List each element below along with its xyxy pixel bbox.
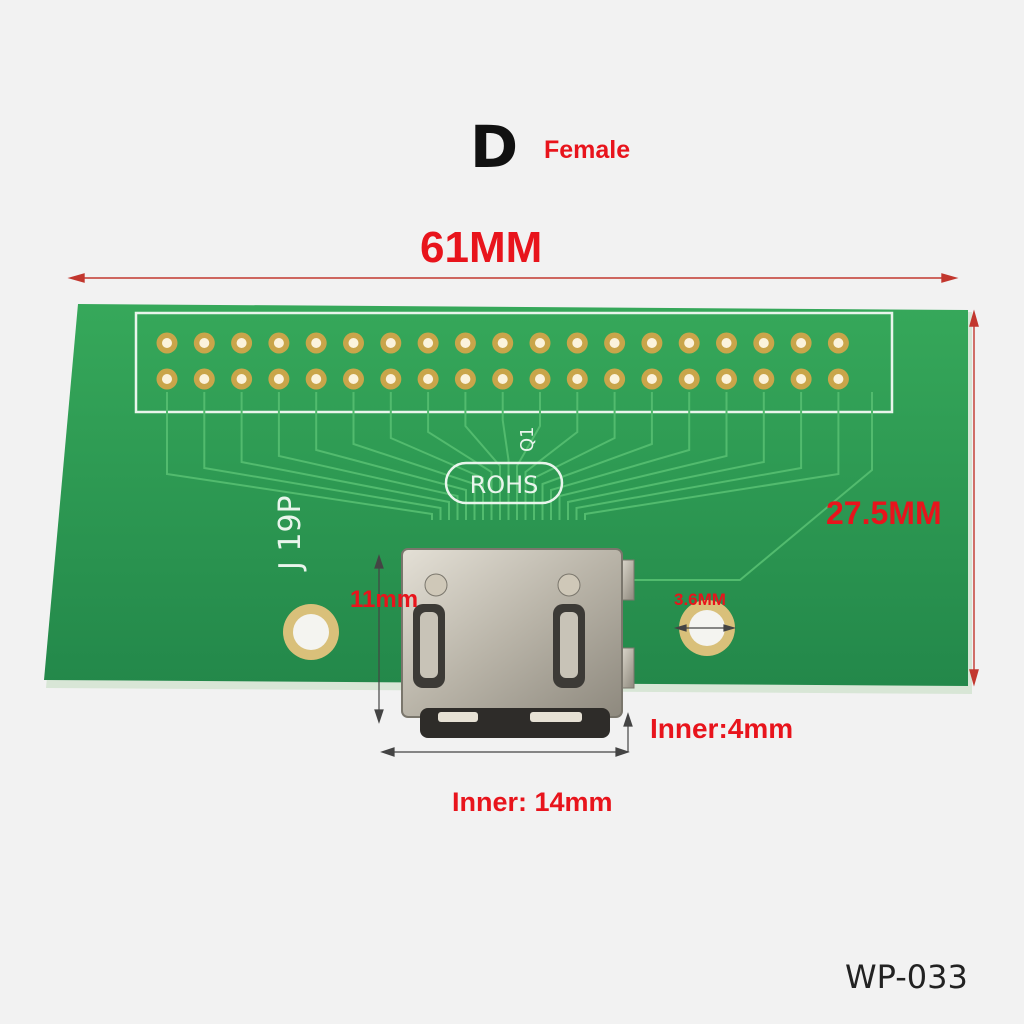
pcb-trace xyxy=(277,392,459,520)
board-width-label: 61MM xyxy=(420,223,543,272)
pad-hole xyxy=(646,374,657,384)
pad-hole xyxy=(423,374,434,384)
pad-hole xyxy=(497,374,508,384)
pad-hole xyxy=(646,338,657,348)
pad-hole xyxy=(833,374,844,384)
pcb-trace xyxy=(464,392,501,520)
pad-hole xyxy=(311,338,322,348)
pcb-trace xyxy=(550,392,691,520)
pad-hole xyxy=(460,374,471,384)
pcb-trace xyxy=(240,392,450,520)
pad-hole xyxy=(348,338,359,348)
small-mark: Q1 xyxy=(517,426,538,452)
board-height-label: 27.5MM xyxy=(826,495,942,531)
pad-hole xyxy=(535,338,545,348)
pad-hole xyxy=(758,338,769,348)
pcb-board xyxy=(44,304,968,686)
pcb-trace xyxy=(524,392,579,520)
pad-hole xyxy=(460,338,471,348)
gender-label: Female xyxy=(544,136,631,164)
pad-hole xyxy=(684,338,695,348)
inner-height-label: Inner:4mm xyxy=(650,713,794,744)
pad-hole xyxy=(497,338,508,348)
pad-hole xyxy=(348,374,359,384)
pad-hole xyxy=(796,338,807,348)
pad-header-frame xyxy=(134,311,894,414)
connector-type-label: D xyxy=(470,113,519,181)
silkscreen-part-label: J 19P xyxy=(273,495,308,572)
part-label: J 19P xyxy=(273,495,308,572)
pcb-trace xyxy=(501,392,510,520)
gold-pads xyxy=(156,332,849,390)
pad-hole xyxy=(423,338,434,348)
pcb-traces xyxy=(166,392,873,581)
pad-hole xyxy=(758,374,769,384)
pad-hole xyxy=(572,338,583,348)
pcb-trace xyxy=(558,392,728,520)
inner-dimension-lines xyxy=(374,554,737,757)
connector-height-label: 11mm xyxy=(350,586,419,613)
pcb-trace xyxy=(567,392,765,520)
dimension-lines xyxy=(67,273,979,687)
rohs-oval xyxy=(444,461,564,505)
pad-hole xyxy=(385,374,396,384)
pcb-trace xyxy=(533,392,616,520)
pad-hole xyxy=(236,338,247,348)
pad-hole xyxy=(609,374,620,384)
pad-hole xyxy=(273,338,284,348)
pad-hole xyxy=(199,374,210,384)
mounting-hole-left xyxy=(283,604,339,660)
pad-hole xyxy=(833,338,844,348)
pad-hole xyxy=(796,374,807,384)
pad-hole xyxy=(684,374,695,384)
pcb-trace xyxy=(516,392,541,520)
pcb-trace xyxy=(203,392,442,520)
pad-hole xyxy=(162,338,172,348)
pad-hole xyxy=(162,374,172,384)
pcb-trace xyxy=(427,392,493,520)
pcb-trace-right xyxy=(634,392,873,581)
pcb-trace xyxy=(575,392,803,520)
pad-hole xyxy=(535,374,545,384)
product-code: WP-033 xyxy=(845,958,968,996)
pad-hole xyxy=(199,338,210,348)
hdmi-female-connector xyxy=(401,548,623,738)
pcb-trace xyxy=(315,392,467,520)
pad-hole xyxy=(236,374,247,384)
pcb-trace xyxy=(584,392,840,520)
pad-hole xyxy=(385,338,396,348)
hole-diameter-label: 3.6MM xyxy=(674,590,726,609)
pcb-trace xyxy=(389,392,484,520)
pcb-trace xyxy=(166,392,433,520)
pad-hole xyxy=(609,338,620,348)
pad-hole xyxy=(273,374,284,384)
inner-width-label: Inner: 14mm xyxy=(452,787,613,817)
pad-hole xyxy=(572,374,583,384)
pad-hole xyxy=(721,374,732,384)
pad-hole xyxy=(311,374,322,384)
rohs-label: ROHS xyxy=(470,471,539,499)
pad-hole xyxy=(721,338,732,348)
